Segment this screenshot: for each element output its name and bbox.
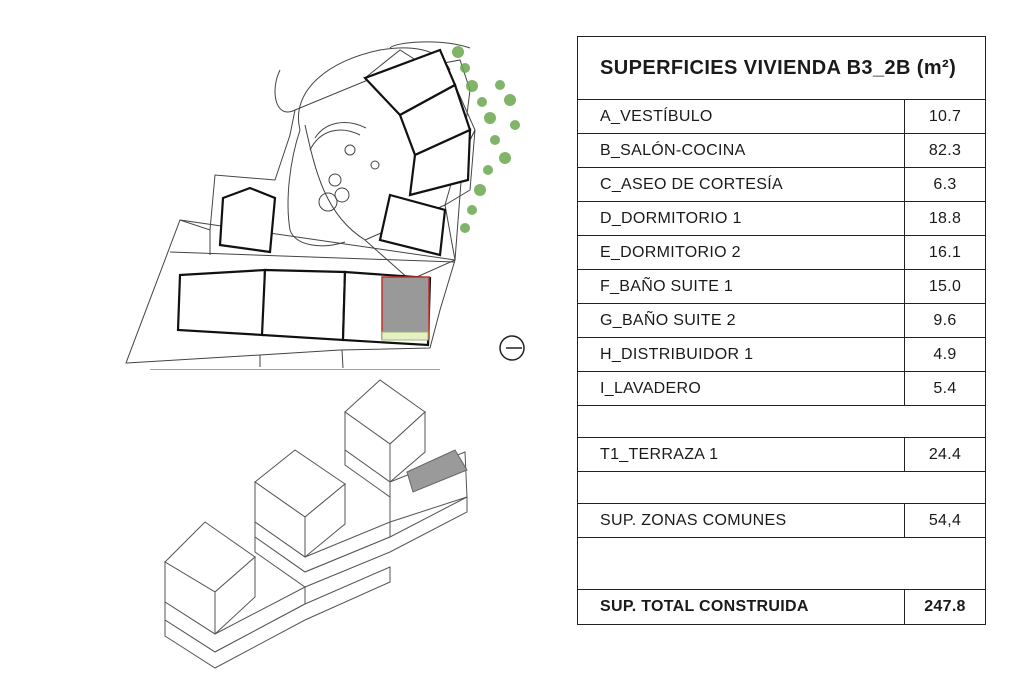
room-area: 18.8 — [904, 201, 986, 236]
room-area: 6.3 — [904, 167, 986, 202]
terrace-label: T1_TERRAZA 1 — [577, 437, 905, 472]
total-label: SUP. TOTAL CONSTRUIDA — [577, 589, 905, 625]
room-label: B_SALÓN-COCINA — [577, 133, 905, 168]
table-title: SUPERFICIES VIVIENDA B3_2B (m²) — [577, 36, 986, 100]
highlighted-unit-3d — [406, 449, 468, 493]
room-label: A_VESTÍBULO — [577, 99, 905, 134]
axonometric-view — [164, 379, 468, 669]
common-area: 54,4 — [904, 503, 986, 538]
room-label: E_DORMITORIO 2 — [577, 235, 905, 270]
total-area: 247.8 — [904, 589, 986, 625]
terrace-area: 24.4 — [904, 437, 986, 472]
room-label: I_LAVADERO — [577, 371, 905, 406]
site-plan — [125, 41, 525, 370]
table-spacer — [577, 405, 986, 438]
room-area: 10.7 — [904, 99, 986, 134]
room-area: 5.4 — [904, 371, 986, 406]
room-label: F_BAÑO SUITE 1 — [577, 269, 905, 304]
table-spacer — [577, 471, 986, 504]
room-area: 16.1 — [904, 235, 986, 270]
room-area: 4.9 — [904, 337, 986, 372]
surface-area-table: SUPERFICIES VIVIENDA B3_2B (m²) A_VESTÍB… — [577, 36, 986, 625]
room-label: H_DISTRIBUIDOR 1 — [577, 337, 905, 372]
table-spacer — [577, 537, 986, 590]
room-area: 9.6 — [904, 303, 986, 338]
room-label: D_DORMITORIO 1 — [577, 201, 905, 236]
room-area: 82.3 — [904, 133, 986, 168]
highlighted-unit — [381, 276, 430, 340]
room-label: C_ASEO DE CORTESÍA — [577, 167, 905, 202]
orientation-icon — [499, 335, 525, 361]
common-label: SUP. ZONAS COMUNES — [577, 503, 905, 538]
vegetation — [452, 46, 520, 233]
room-area: 15.0 — [904, 269, 986, 304]
room-label: G_BAÑO SUITE 2 — [577, 303, 905, 338]
